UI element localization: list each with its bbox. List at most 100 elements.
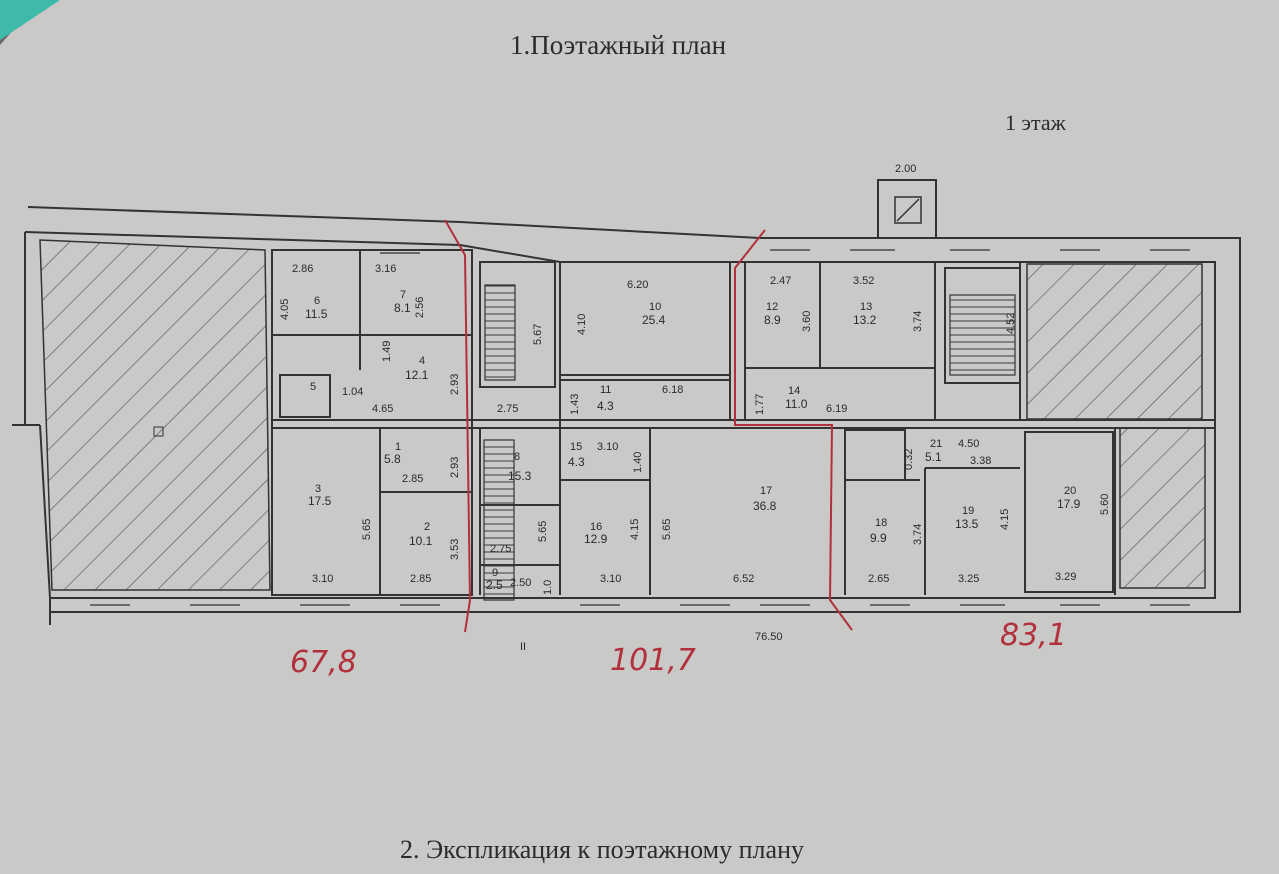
room-area: 11.5 [305,307,328,321]
room-number: 8 [514,451,520,463]
paper-teal-corner [0,0,60,40]
room-number: 2 [424,521,430,533]
handwritten-total: 83,1 [1000,618,1067,653]
ventilation-shaft-diagonal [896,198,920,222]
dimension-label: 4.15 [999,509,1011,530]
dimension-label: 1.04 [342,386,363,398]
room-number: 19 [962,505,974,517]
dimension-label: 5.60 [1099,494,1111,515]
dimension-label: 3.29 [1055,571,1076,583]
window-marks [90,249,1190,606]
dimension-label: 1.49 [381,341,393,362]
dimension-label: 2.50 [510,577,531,589]
dimension-label: 5.65 [361,519,373,540]
room-area: 13.5 [955,517,979,531]
column-marker [153,426,164,437]
floor-label: 1 этаж [1005,110,1066,135]
dimension-labels: 2.86 4.05 3.16 2.56 1.49 2.93 1.04 4.65 … [279,263,1111,595]
room-area: 17.5 [308,494,332,508]
room-area: 5.8 [384,452,401,466]
room-area: 4.3 [597,399,614,413]
dimension-label: 6.52 [733,573,754,585]
dimension-label: 2.85 [402,473,423,485]
dimension-label: 5.65 [661,519,673,540]
room-number: 10 [649,301,661,313]
room-area: 5.1 [925,450,942,464]
room-area: 2.5 [486,578,503,592]
dimension-label: 4.05 [279,299,291,320]
room-area: 11.0 [785,397,808,411]
room-area: 36.8 [753,499,777,513]
dimension-label: 2.56 [414,297,426,318]
dimension-label: 1.43 [569,394,581,415]
ventilation-shaft-inner [894,196,922,224]
dimension-label: 0.32 [903,449,915,470]
room-number: 4 [419,355,425,367]
dimension-label: 2.86 [292,263,313,275]
room-number: 9 [492,567,498,579]
room-area: 12.9 [584,532,608,546]
hatched-block-right-top [1026,263,1203,420]
room-number: 17 [760,485,772,497]
dimension-label: 6.20 [627,279,648,291]
room-number: 5 [310,381,316,393]
staircase-right [949,294,1016,376]
room-number: 20 [1064,485,1076,497]
room-area: 15.3 [508,469,532,483]
interior-walls [271,249,1215,596]
dimension-label: 3.10 [312,573,333,585]
overall-length-label: 76.50 [755,631,783,643]
room-area: 12.1 [405,368,429,382]
dimension-label: 1.40 [632,452,644,473]
dimension-label: 3.16 [375,263,396,275]
hatched-block-left [39,239,271,591]
dimension-label: 4.52 [1005,313,1017,334]
room-area: 9.9 [870,531,887,545]
room-number: 3 [315,483,321,495]
dimension-label: 6.18 [662,384,683,396]
explication-title: 2. Экспликация к поэтажному плану [400,835,804,864]
dimension-label: 3.52 [853,275,874,287]
dimension-label: 2.85 [410,573,431,585]
dimension-label: 2.75 [490,543,511,555]
room-number: 1 [395,441,401,453]
dimension-label: 1.0 [542,580,554,595]
dimension-label: 3.53 [449,539,461,560]
axis-mark: II [520,641,526,653]
room-number: 11 [600,384,611,396]
red-boundary-lines [444,219,853,633]
dimension-label: 2.93 [449,374,461,395]
dimension-label: 4.15 [629,519,641,540]
room-labels: 1 5.8 2 10.1 3 17.5 4 12.1 5 6 11.5 7 8.… [305,289,1081,592]
dimension-label: 3.25 [958,573,979,585]
dimension-label: 3.74 [912,311,924,332]
room-number: 18 [875,517,887,529]
room-number: 15 [570,441,582,453]
dimension-label: 2.47 [770,275,791,287]
room-number: 16 [590,521,602,533]
hatched-block-right-bottom [1119,427,1206,589]
room-area: 10.1 [409,534,433,548]
dimension-label: 5.67 [532,324,544,345]
room-area: 13.2 [853,313,877,327]
plan-title: 1.Поэтажный план [510,30,727,60]
dimension-label: 4.50 [958,438,979,450]
staircase-left [484,284,516,381]
dimension-label: 3.74 [912,524,924,545]
room-number: 13 [860,301,872,313]
dimension-label: 6.19 [826,403,847,415]
room-number: 7 [400,289,406,301]
dimension-label: 4.10 [576,314,588,335]
dimension-label: 4.65 [372,403,393,415]
room-area: 17.9 [1057,497,1081,511]
room-number: 21 [930,438,942,450]
shaft-width-label: 2.00 [895,163,916,175]
dimension-label: 5.65 [537,521,549,542]
staircase-center [483,439,515,601]
handwritten-total: 67,8 [290,645,357,680]
room-area: 8.1 [394,301,411,315]
room-number: 6 [314,295,320,307]
